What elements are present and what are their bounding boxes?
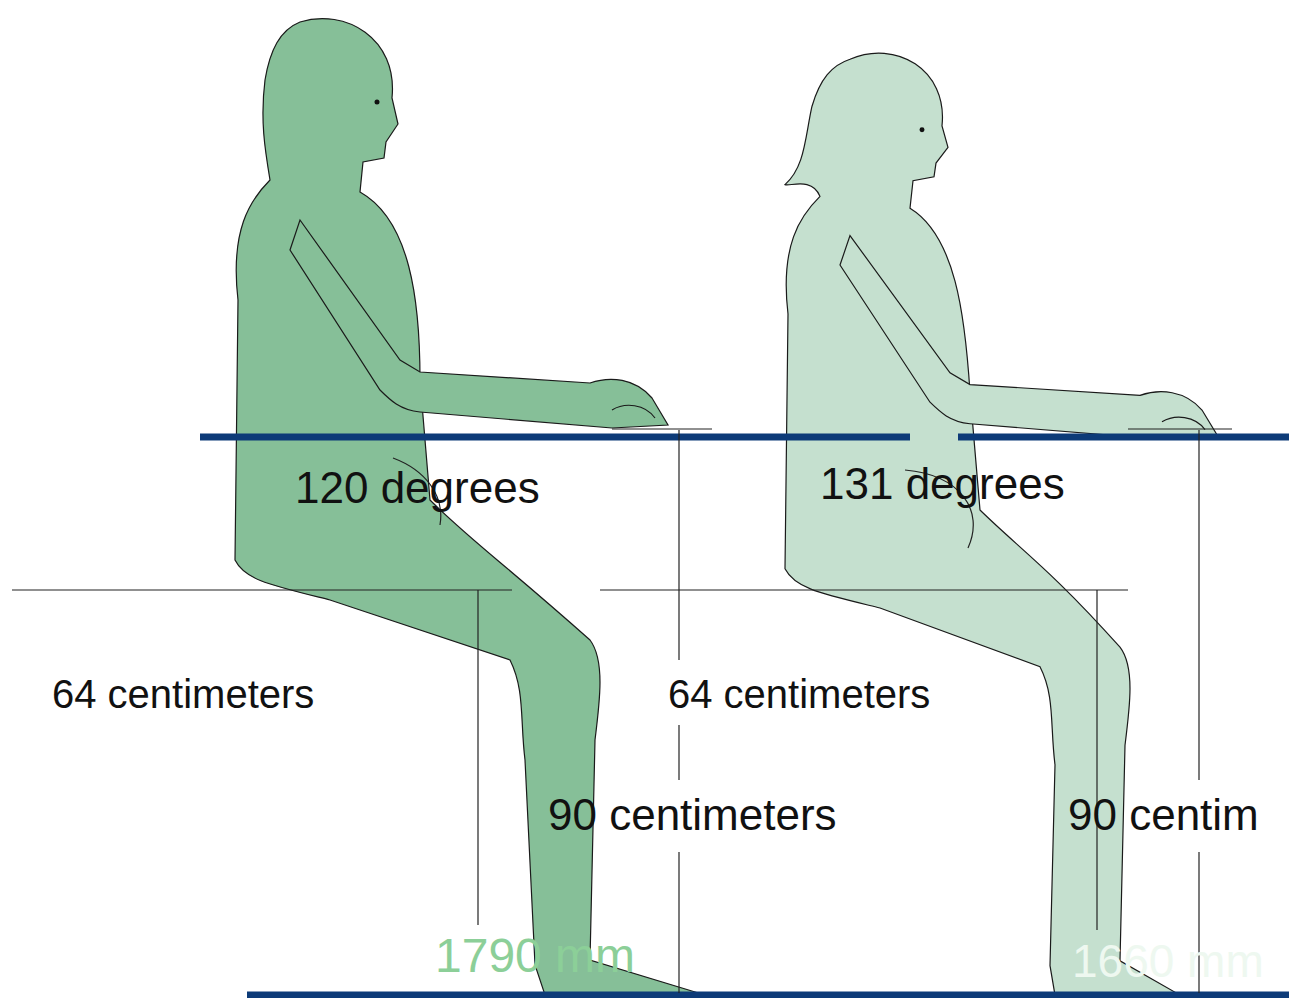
angle-label: 131 degrees <box>820 462 1065 506</box>
dimension-label: 64 centimeters <box>52 674 314 714</box>
male-figure <box>235 19 705 995</box>
angle-label: 120 degrees <box>295 466 540 510</box>
female-figure <box>785 53 1218 995</box>
dimension-label: 90 centimeters <box>548 793 837 837</box>
dimension-label: 90 centim <box>1068 793 1259 837</box>
stature-label: 1790 mm <box>435 932 635 980</box>
dimension-lines <box>12 429 1232 993</box>
stature-label: 1660 mm <box>1072 938 1264 984</box>
dimension-label: 64 centimeters <box>668 674 930 714</box>
desk-floor-lines <box>200 437 1289 995</box>
